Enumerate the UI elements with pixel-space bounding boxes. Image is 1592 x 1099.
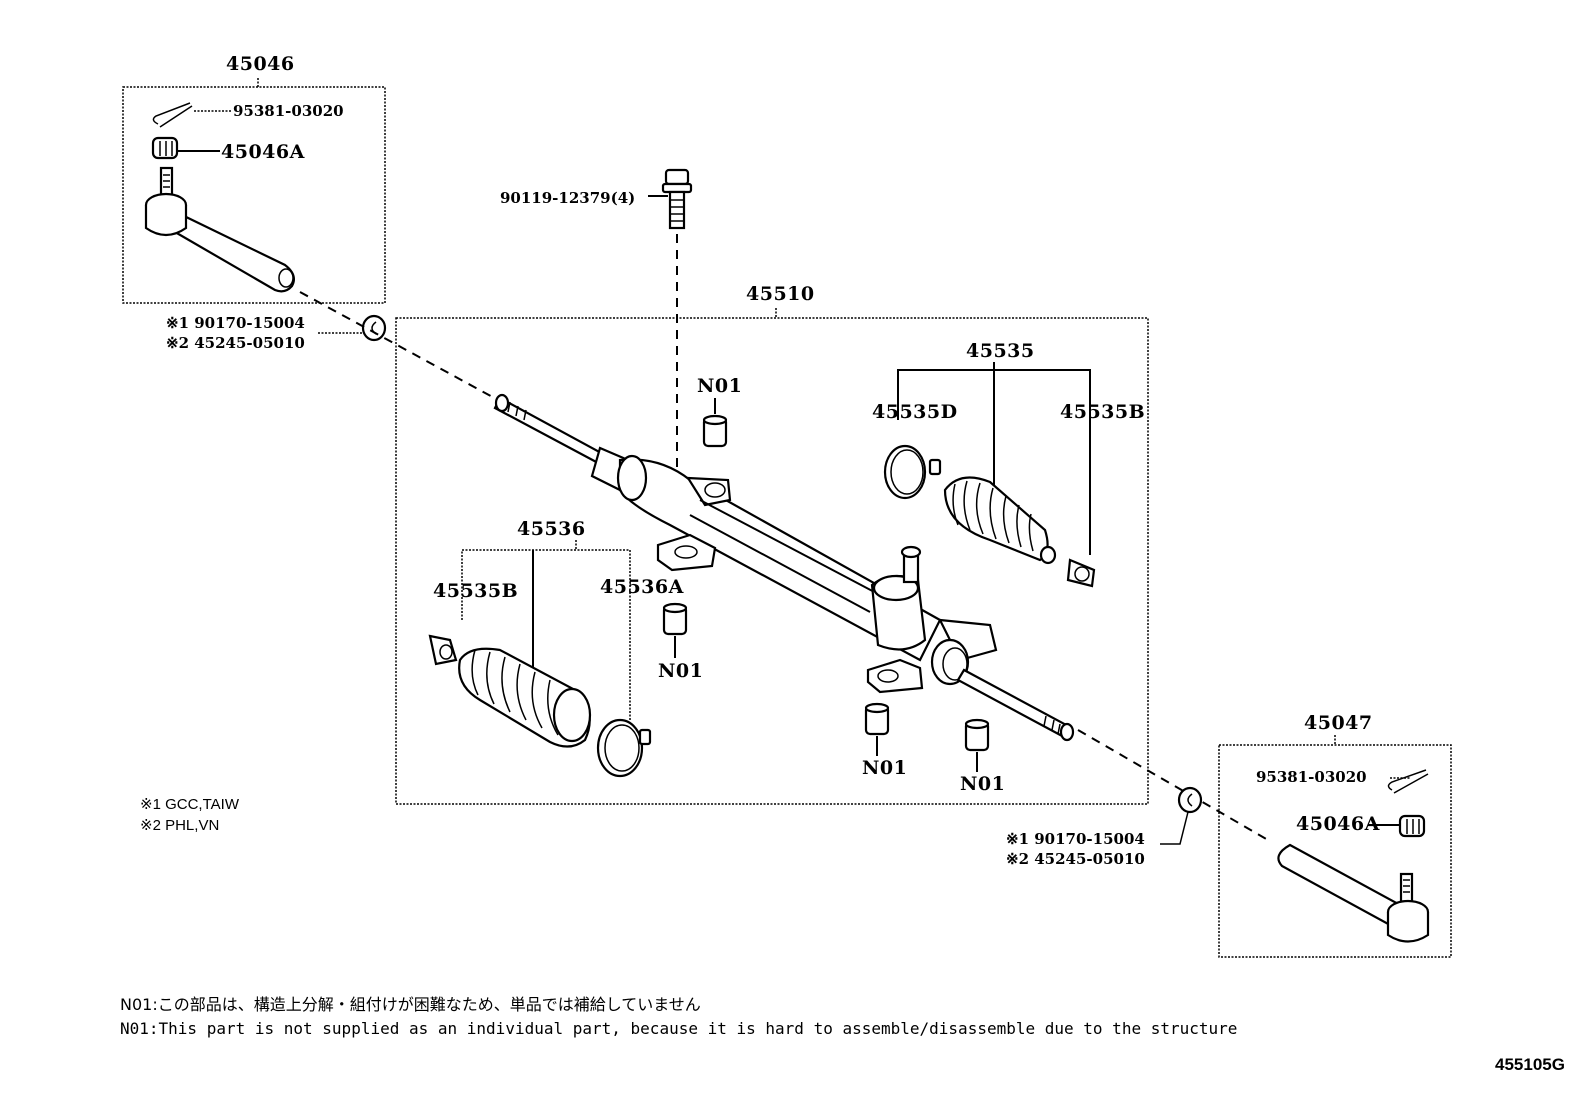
part-label-45047[interactable]: 45047 — [1304, 712, 1373, 734]
part-label-45510[interactable]: 45510 — [746, 283, 815, 305]
bushing-n01-lower-right-icon — [964, 718, 990, 772]
part-label-45535b-lh[interactable]: 45535B — [433, 580, 519, 602]
part-label-45536[interactable]: 45536 — [517, 518, 586, 540]
lock-nut-rh-label-2[interactable]: ※2 45245-05010 — [1006, 850, 1145, 868]
diagram-code: 455105G — [1495, 1055, 1565, 1074]
part-label-n01-mid[interactable]: N01 — [658, 660, 704, 682]
part-label-n01-lower-left[interactable]: N01 — [862, 757, 908, 779]
bolt-part-number: 90119-12379 — [500, 189, 611, 207]
lock-nut-rh-icon — [1160, 786, 1203, 845]
tie-rod-end-lh-box — [122, 86, 386, 304]
part-label-castle-nut-rh[interactable]: 45046A — [1296, 813, 1380, 835]
rack-housing-icon — [493, 393, 1075, 742]
region-note-2: ※2 PHL,VN — [140, 818, 219, 833]
part-label-45536a[interactable]: 45536A — [600, 576, 684, 598]
boot-lh-icon — [458, 647, 592, 748]
lock-nut-lh-label-1[interactable]: ※1 90170-15004 — [166, 314, 305, 332]
lock-nut-lh-label-2[interactable]: ※2 45245-05010 — [166, 334, 305, 352]
cotter-pin-icon — [152, 102, 232, 128]
clip-45535b-lh-icon — [428, 634, 458, 666]
axis-line-lh — [299, 291, 499, 401]
rack-assembly-box — [395, 317, 1149, 805]
part-label-45535b-rh[interactable]: 45535B — [1060, 401, 1146, 423]
cotter-pin-rh-icon — [1387, 769, 1429, 794]
region-note-1: ※1 GCC,TAIW — [140, 797, 239, 812]
part-label-cotter-pin-rh[interactable]: 95381-03020 — [1256, 768, 1367, 786]
part-label-45535[interactable]: 45535 — [966, 340, 1035, 362]
clamp-45535d-icon — [883, 444, 942, 500]
lock-nut-lh-icon — [318, 314, 387, 342]
axis-line-rh — [1077, 729, 1269, 841]
region-note-1-text: GCC,TAIW — [165, 796, 239, 813]
clip-45535b-rh-icon — [1066, 558, 1096, 588]
bushing-n01-lower-left-icon — [864, 702, 890, 756]
bolt-quantity: (4) — [610, 189, 636, 207]
bushing-n01-top-icon — [702, 398, 728, 448]
part-label-n01-lower-right[interactable]: N01 — [960, 773, 1006, 795]
region-note-2-text: PHL,VN — [165, 817, 220, 834]
footnote-en: N01:This part is not supplied as an indi… — [120, 1019, 1238, 1038]
bushing-n01-mid-icon — [662, 602, 688, 658]
boot-set-lh-group — [428, 540, 652, 778]
tie-rod-end-rh-icon — [1277, 843, 1430, 943]
tie-rod-end-lh-group — [122, 78, 386, 304]
part-label-45046[interactable]: 45046 — [226, 53, 295, 75]
region-note-1-mark: ※1 — [140, 796, 161, 813]
bolt-label[interactable]: 90119-12379(4) — [500, 188, 635, 207]
castle-nut-icon — [151, 136, 220, 160]
tie-rod-end-lh-icon — [144, 166, 295, 293]
boot-rh-icon — [943, 476, 1057, 565]
part-label-cotter-pin-lh[interactable]: 95381-03020 — [233, 102, 344, 120]
part-label-castle-nut-lh[interactable]: 45046A — [221, 141, 305, 163]
bolt-icon — [648, 168, 693, 230]
part-label-n01-top[interactable]: N01 — [697, 375, 743, 397]
boot-set-rh-group — [883, 362, 1096, 588]
part-label-45535d[interactable]: 45535D — [872, 401, 958, 423]
tie-rod-end-rh-box — [1218, 744, 1452, 958]
region-note-2-mark: ※2 — [140, 817, 161, 834]
castle-nut-rh-icon — [1368, 814, 1426, 838]
tie-rod-end-rh-group — [1218, 735, 1452, 958]
clamp-45536a-icon — [596, 718, 652, 778]
lock-nut-rh-label-1[interactable]: ※1 90170-15004 — [1006, 830, 1145, 848]
footnote-jp: N01:この部品は、構造上分解・組付けが困難なため、単品では補給していません — [120, 995, 701, 1014]
